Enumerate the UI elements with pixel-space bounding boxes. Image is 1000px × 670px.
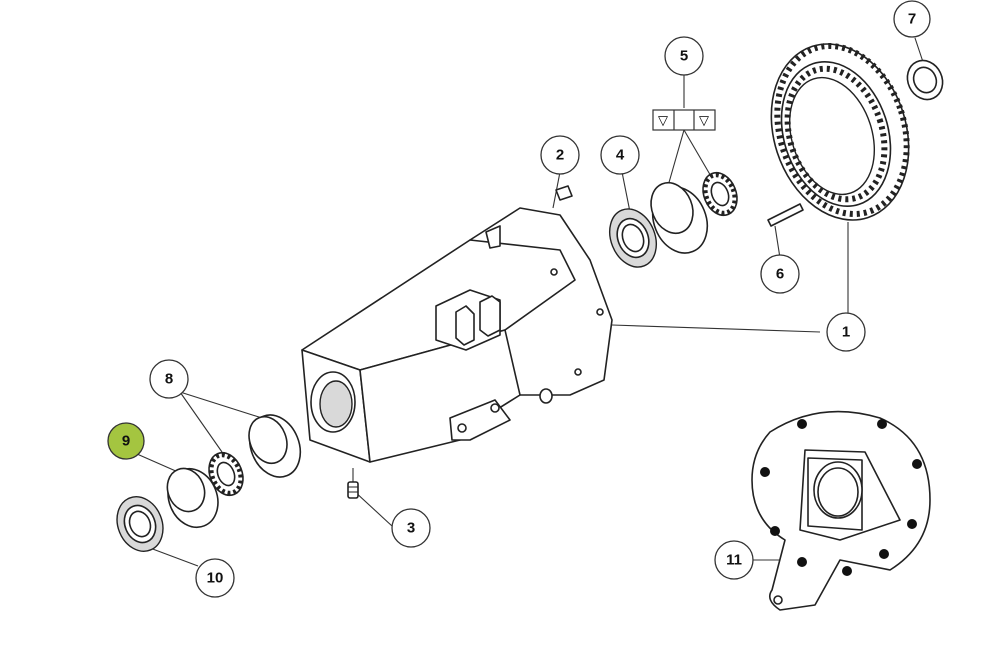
callout-label: 10 bbox=[207, 570, 224, 587]
flange-inset-view bbox=[751, 410, 931, 611]
callout-6[interactable]: 6 bbox=[760, 254, 800, 294]
callout-label: 7 bbox=[908, 11, 916, 28]
callout-8[interactable]: 8 bbox=[149, 359, 189, 399]
callout-10[interactable]: 10 bbox=[195, 558, 235, 598]
leader-lines bbox=[136, 37, 926, 567]
drain-plug bbox=[347, 481, 359, 499]
callout-7[interactable]: 7 bbox=[893, 0, 931, 38]
shim-symbol-left: ▽ bbox=[658, 114, 668, 129]
shim-symbol-right: ▽ bbox=[699, 114, 709, 129]
callout-5[interactable]: 5 bbox=[664, 36, 704, 76]
small-pin bbox=[555, 185, 573, 201]
shim-symbol-box: ▽ ▽ bbox=[652, 109, 716, 131]
callout-label: 2 bbox=[556, 147, 564, 164]
callout-label: 1 bbox=[842, 324, 850, 341]
bolt-holes bbox=[760, 419, 922, 576]
callout-label: 11 bbox=[726, 552, 742, 569]
callout-label: 3 bbox=[407, 520, 415, 537]
callout-label: 5 bbox=[680, 48, 688, 65]
ring-gear bbox=[770, 42, 910, 221]
callout-11[interactable]: 11 bbox=[714, 540, 754, 580]
callout-label: 9 bbox=[122, 433, 130, 450]
bearing-cone-5 bbox=[702, 171, 738, 217]
callout-label: 8 bbox=[165, 371, 173, 388]
dowel-pin bbox=[767, 203, 804, 227]
bearing-cup-5 bbox=[650, 181, 709, 254]
bearing-cup-8 bbox=[248, 414, 302, 478]
shaft-seal-4 bbox=[609, 208, 657, 268]
callout-3[interactable]: 3 bbox=[391, 508, 431, 548]
snap-ring bbox=[906, 59, 944, 101]
callout-2[interactable]: 2 bbox=[540, 135, 580, 175]
callout-label: 6 bbox=[776, 266, 784, 283]
callout-4[interactable]: 4 bbox=[600, 135, 640, 175]
axle-housing bbox=[301, 207, 613, 463]
shaft-seal-10 bbox=[116, 496, 164, 552]
callout-1[interactable]: 1 bbox=[826, 312, 866, 352]
callout-label: 4 bbox=[616, 147, 625, 164]
callout-9[interactable]: 9 bbox=[107, 422, 145, 460]
bearing-cone-8 bbox=[208, 451, 244, 497]
spacer-ring-9 bbox=[166, 467, 219, 529]
